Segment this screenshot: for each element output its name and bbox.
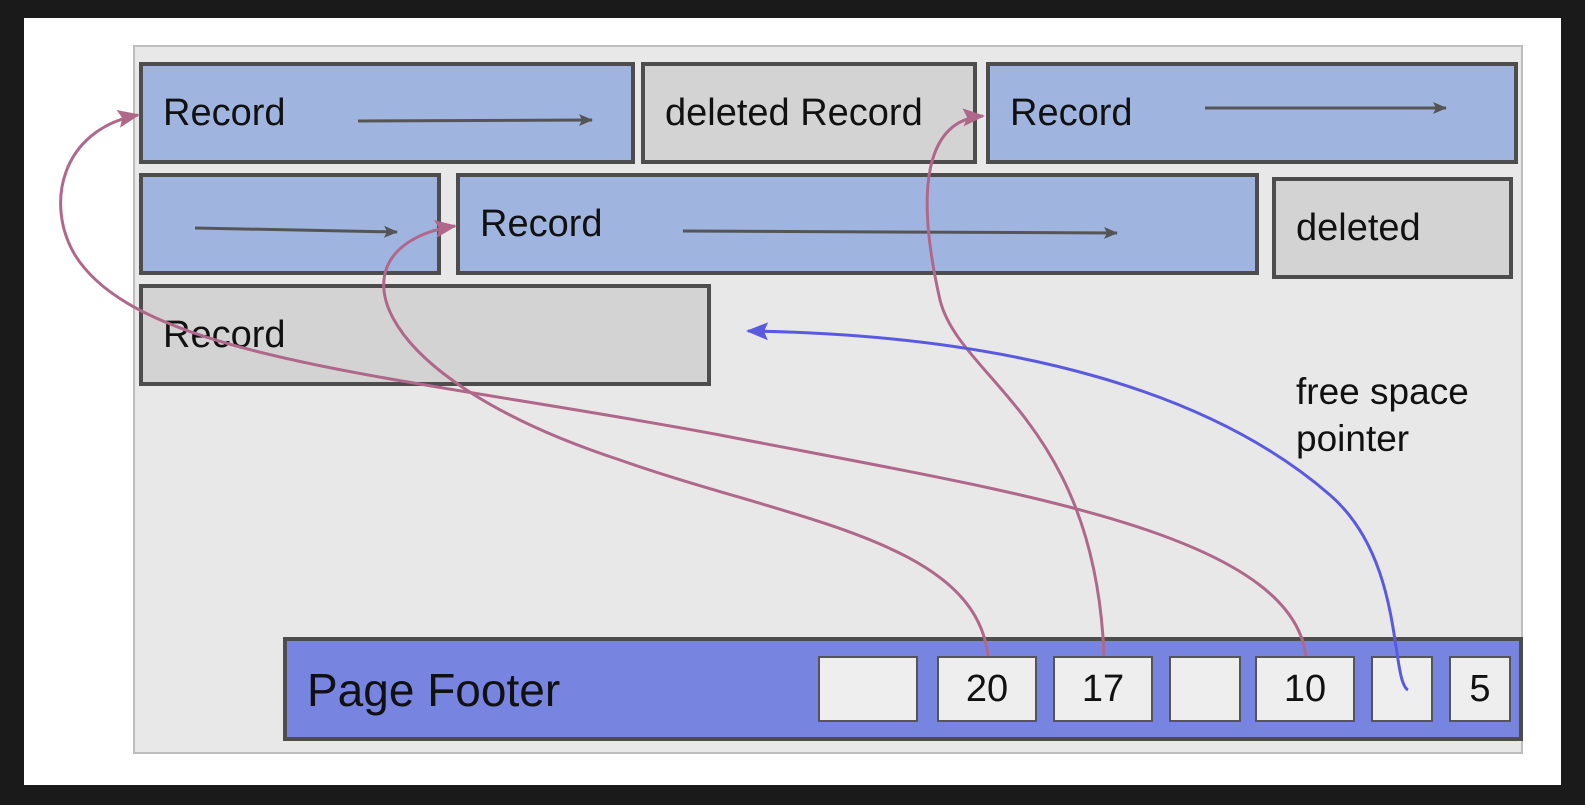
free-space-label-line-2: pointer	[1296, 418, 1410, 459]
footer-slot-2: 20	[937, 656, 1037, 722]
record-3: Record	[456, 173, 1259, 275]
record-label: Record	[480, 202, 603, 245]
footer-slot-1	[818, 656, 918, 722]
page-footer-title: Page Footer	[307, 664, 561, 716]
free-space-pointer	[746, 322, 1410, 692]
slot-10-pointer	[59, 109, 1308, 657]
record-2: Record	[986, 62, 1518, 164]
deleted-record-label: deleted Record	[665, 91, 923, 134]
record-label: Record	[163, 313, 286, 356]
record-1: Record	[139, 62, 635, 164]
record-label: Record	[163, 91, 286, 134]
deleted-record-2: deleted	[1272, 177, 1513, 279]
record-continuation-arrow	[194, 225, 398, 238]
free-space-label-line-1: free space	[1296, 371, 1469, 412]
record-3-arrow	[682, 226, 1118, 239]
footer-slot-4	[1169, 656, 1241, 722]
free-space-pointer-label: free space pointer	[1296, 368, 1469, 462]
record-1-arrow	[357, 114, 593, 127]
slot-20-pointer	[382, 220, 990, 657]
deleted-record-1: deleted Record	[641, 62, 977, 164]
footer-slot-7: 5	[1449, 656, 1511, 722]
slot-17-pointer	[925, 108, 1106, 657]
deleted-label: deleted	[1296, 206, 1421, 249]
footer-slot-3: 17	[1053, 656, 1153, 722]
footer-slot-5: 10	[1255, 656, 1355, 722]
record-label: Record	[1010, 91, 1133, 134]
footer-slot-6	[1371, 656, 1433, 722]
